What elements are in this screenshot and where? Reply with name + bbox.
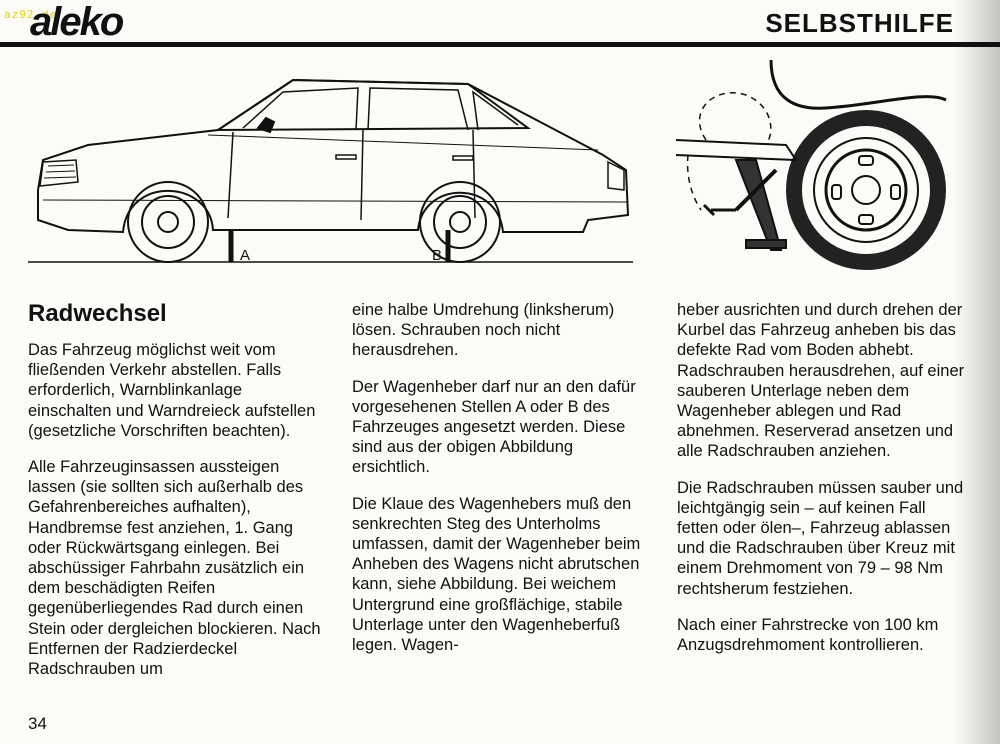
watermark: az92.de [4, 8, 58, 21]
brand-logo: aleko [30, 0, 124, 44]
page-number: 34 [28, 714, 47, 733]
article-column-3: heber ausrichten und durch drehen der Ku… [677, 300, 967, 671]
paragraph: Das Fahrzeug möglichst weit vom fließend… [28, 341, 316, 440]
paragraph: Der Wagenheber darf nur an den dafür vor… [352, 377, 636, 477]
article-column-2: eine halbe Umdrehung (linksherum) lösen.… [352, 300, 642, 671]
header-rule [0, 42, 1000, 47]
paragraph: Nach einer Fahrstrecke von 100 km Anzugs… [677, 615, 939, 655]
paragraph: heber ausrichten und durch drehen der Ku… [677, 301, 965, 461]
jack-point-b-label: B [432, 247, 442, 264]
article-heading: Radwechsel [28, 300, 167, 327]
paragraph: eine halbe Umdrehung (linksherum) lösen.… [352, 301, 615, 360]
paragraph: Die Klaue des Wagenhebers muß den senkre… [352, 494, 641, 655]
paragraph: Alle Fahrzeuginsassen aussteigen lassen … [28, 458, 321, 679]
article-column-1: Radwechsel Das Fahrzeug möglichst weit v… [28, 300, 328, 695]
page-edge-shadow [954, 0, 1000, 744]
jack-point-a-label: A [240, 247, 250, 264]
jack-and-wheel-illustration [676, 60, 947, 270]
paragraph: Die Radschrauben müssen sauber und leich… [677, 478, 964, 598]
car-side-view-illustration: A B [28, 78, 633, 264]
section-title: SELBSTHILFE [765, 8, 954, 38]
